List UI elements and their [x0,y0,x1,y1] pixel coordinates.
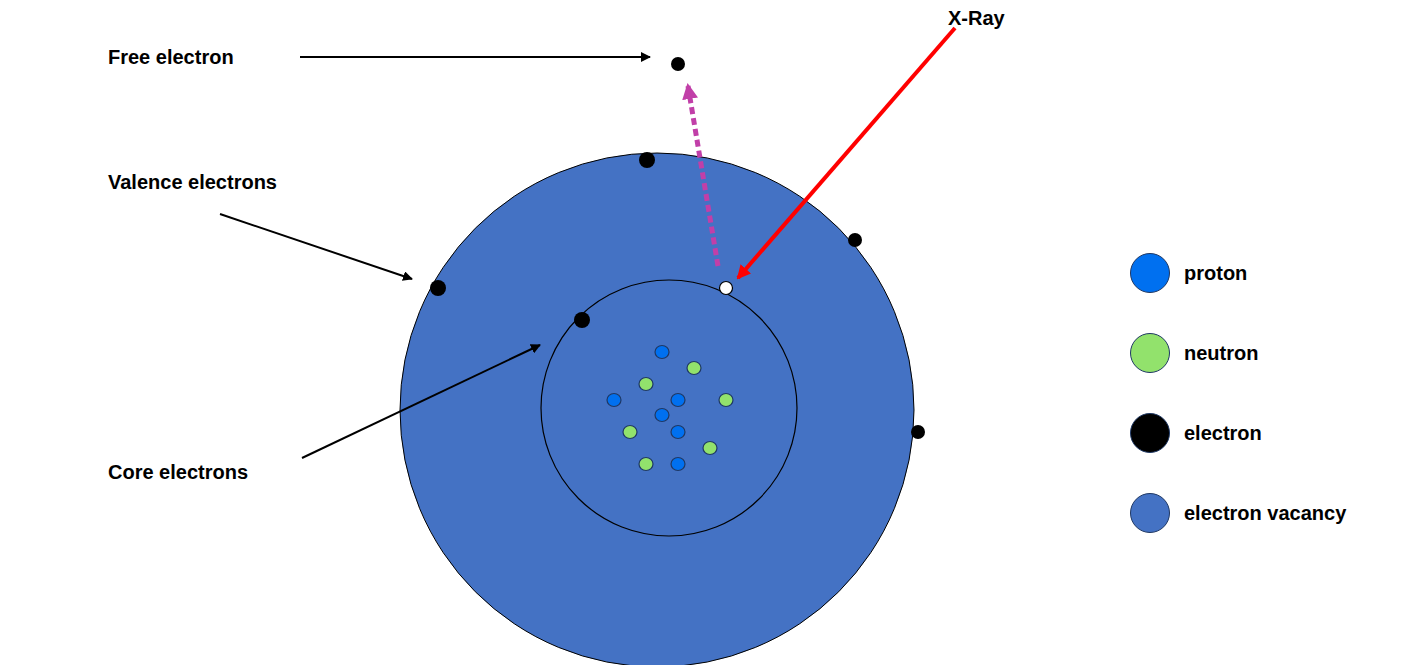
core-electrons-label: Core electrons [108,460,248,484]
legend-swatch [1130,253,1170,293]
legend-swatch [1130,333,1170,373]
xray-label: X-Ray [948,6,1005,30]
legend-text: proton [1184,261,1247,285]
valence-electrons-label: Valence electrons [108,170,277,194]
legend-text: electron vacancy [1184,501,1346,525]
legend-text: electron [1184,421,1262,445]
free-electron-label: Free electron [108,45,234,69]
legend-text: neutron [1184,341,1258,365]
legend-swatch [1130,413,1170,453]
legend-swatch [1130,493,1170,533]
